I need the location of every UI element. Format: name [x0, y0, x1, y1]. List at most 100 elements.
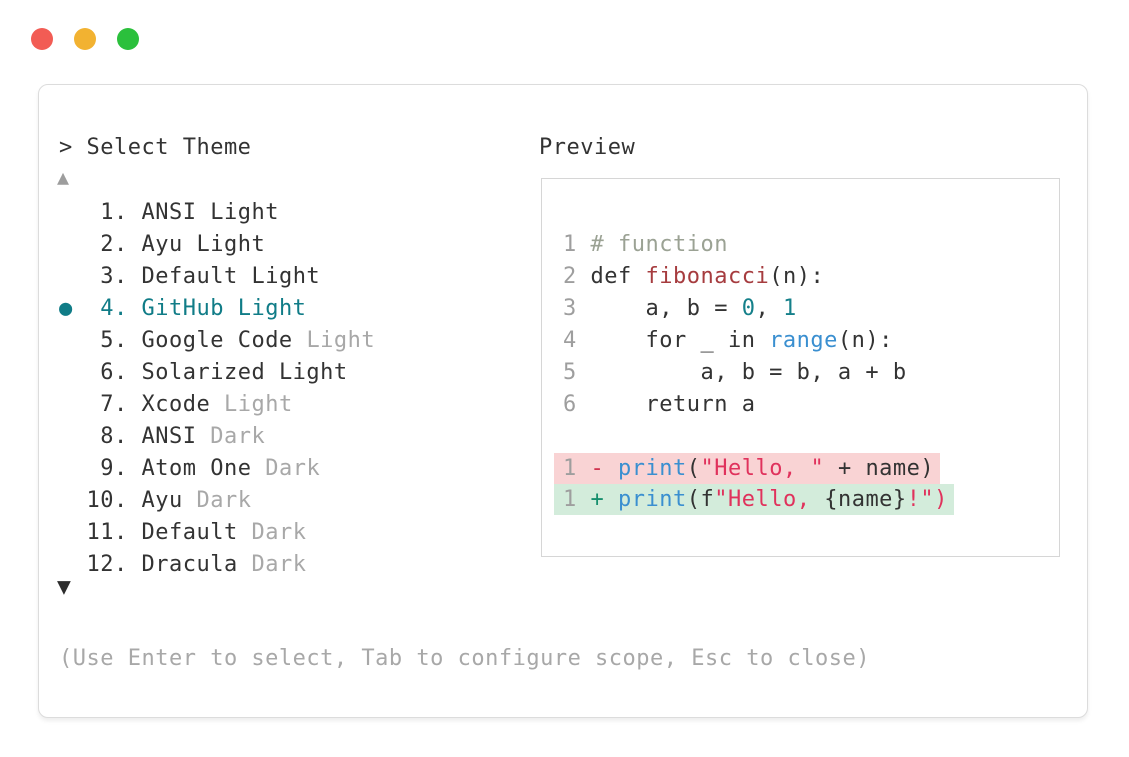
item-prefix: 12. — [59, 552, 142, 577]
theme-item-github-light[interactable]: ● 4. GitHub Light — [59, 293, 375, 325]
code-token: fibonacci — [645, 264, 770, 289]
select-theme-prompt: > Select Theme — [59, 135, 252, 160]
theme-name: GitHub — [141, 296, 238, 321]
code-token: range — [769, 328, 838, 353]
theme-name: Xcode — [141, 392, 224, 417]
item-prefix: 1. — [59, 200, 142, 225]
code-token: def — [590, 264, 646, 289]
theme-item-solarized-light[interactable]: 6. Solarized Light — [59, 357, 375, 389]
theme-item-ansi-light[interactable]: 1. ANSI Light — [59, 197, 375, 229]
code-token: + name) — [824, 456, 935, 481]
theme-variant: Dark — [196, 488, 252, 513]
code-token: 3 — [563, 296, 591, 321]
diff-highlight-added: 1 + print(f"Hello, {name}!") — [554, 484, 954, 515]
theme-name: Ayu — [141, 232, 197, 257]
theme-variant: Dark — [265, 456, 321, 481]
code-token: "Hello, — [714, 487, 825, 512]
code-token: !") — [906, 487, 948, 512]
item-prefix: 3. — [59, 264, 142, 289]
theme-item-default-light[interactable]: 3. Default Light — [59, 261, 375, 293]
code-token: 0 — [741, 296, 756, 321]
keyboard-hint: (Use Enter to select, Tab to configure s… — [59, 646, 870, 671]
code-blank-line — [563, 421, 954, 453]
code-token: # function — [590, 232, 728, 257]
theme-variant: Light — [237, 296, 307, 321]
code-token: + — [590, 487, 618, 512]
code-token: a, b = b, a + b — [590, 360, 907, 385]
theme-name: Solarized — [141, 360, 279, 385]
item-prefix: 7. — [59, 392, 142, 417]
theme-variant: Light — [223, 392, 293, 417]
item-prefix: 10. — [59, 488, 142, 513]
code-line-2: 2 def fibonacci(n): — [563, 261, 954, 293]
code-token: 1 — [563, 232, 591, 257]
code-token: 1 — [563, 456, 591, 481]
scroll-down-icon[interactable]: ▼ — [57, 574, 71, 600]
selected-bullet-icon: ● 4. — [59, 296, 142, 321]
code-token: 2 — [563, 264, 591, 289]
theme-item-ansi-dark[interactable]: 8. ANSI Dark — [59, 421, 375, 453]
item-prefix: 6. — [59, 360, 142, 385]
theme-name: Ayu — [141, 488, 197, 513]
code-token: (n): — [769, 264, 825, 289]
theme-variant: Dark — [251, 520, 307, 545]
item-prefix: 2. — [59, 232, 142, 257]
theme-item-ayu-light[interactable]: 2. Ayu Light — [59, 229, 375, 261]
theme-variant: Dark — [251, 552, 307, 577]
code-token: ( — [686, 456, 701, 481]
theme-variant: Light — [196, 232, 266, 257]
theme-name: ANSI — [141, 424, 211, 449]
theme-variant: Light — [251, 264, 321, 289]
item-prefix: 8. — [59, 424, 142, 449]
code-token: print — [618, 456, 687, 481]
theme-list: 1. ANSI Light 2. Ayu Light 3. Default Li… — [59, 197, 375, 581]
theme-item-dracula-dark[interactable]: 12. Dracula Dark — [59, 549, 375, 581]
theme-name: Default — [141, 520, 252, 545]
diff-line-added: 1 + print(f"Hello, {name}!") — [554, 484, 954, 515]
item-prefix: 11. — [59, 520, 142, 545]
code-token: 5 — [563, 360, 591, 385]
code-line-4: 4 for _ in range(n): — [563, 325, 954, 357]
theme-name: Google Code — [141, 328, 307, 353]
theme-variant: Dark — [210, 424, 266, 449]
close-window-button[interactable] — [31, 28, 53, 50]
diff-highlight-removed: 1 - print("Hello, " + name) — [554, 453, 941, 484]
code-token: a, b = — [590, 296, 742, 321]
theme-item-default-dark[interactable]: 11. Default Dark — [59, 517, 375, 549]
code-token: 6 — [563, 392, 591, 417]
item-prefix: 5. — [59, 328, 142, 353]
theme-item-ayu-dark[interactable]: 10. Ayu Dark — [59, 485, 375, 517]
code-line-5: 5 a, b = b, a + b — [563, 357, 954, 389]
theme-variant: Light — [306, 328, 376, 353]
theme-name: Default — [141, 264, 252, 289]
code-line-1: 1 # function — [563, 229, 954, 261]
theme-variant: Light — [278, 360, 348, 385]
code-token: (n): — [837, 328, 893, 353]
minimize-window-button[interactable] — [74, 28, 96, 50]
code-token: "Hello, " — [700, 456, 825, 481]
code-token: 4 — [563, 328, 591, 353]
theme-item-google-code-light[interactable]: 5. Google Code Light — [59, 325, 375, 357]
theme-variant: Light — [210, 200, 279, 225]
code-token: return a — [590, 392, 756, 417]
code-token: for _ in — [590, 328, 770, 353]
theme-name: Atom One — [141, 456, 266, 481]
preview-title: Preview — [539, 135, 636, 160]
theme-picker-dialog: > Select Theme Preview ▲ 1. ANSI Light 2… — [38, 84, 1088, 718]
code-token: 1 — [782, 296, 797, 321]
theme-name: ANSI — [141, 200, 211, 225]
window-traffic-lights — [31, 28, 139, 50]
zoom-window-button[interactable] — [117, 28, 139, 50]
code-line-6: 6 return a — [563, 389, 954, 421]
theme-name: Dracula — [141, 552, 252, 577]
code-token: , — [755, 296, 783, 321]
diff-line-removed: 1 - print("Hello, " + name) — [554, 453, 954, 484]
item-prefix: 9. — [59, 456, 142, 481]
theme-item-atom-one-dark[interactable]: 9. Atom One Dark — [59, 453, 375, 485]
scroll-up-icon[interactable]: ▲ — [57, 165, 70, 189]
theme-item-xcode-light[interactable]: 7. Xcode Light — [59, 389, 375, 421]
code-token: 1 — [563, 487, 591, 512]
code-token: - — [590, 456, 618, 481]
